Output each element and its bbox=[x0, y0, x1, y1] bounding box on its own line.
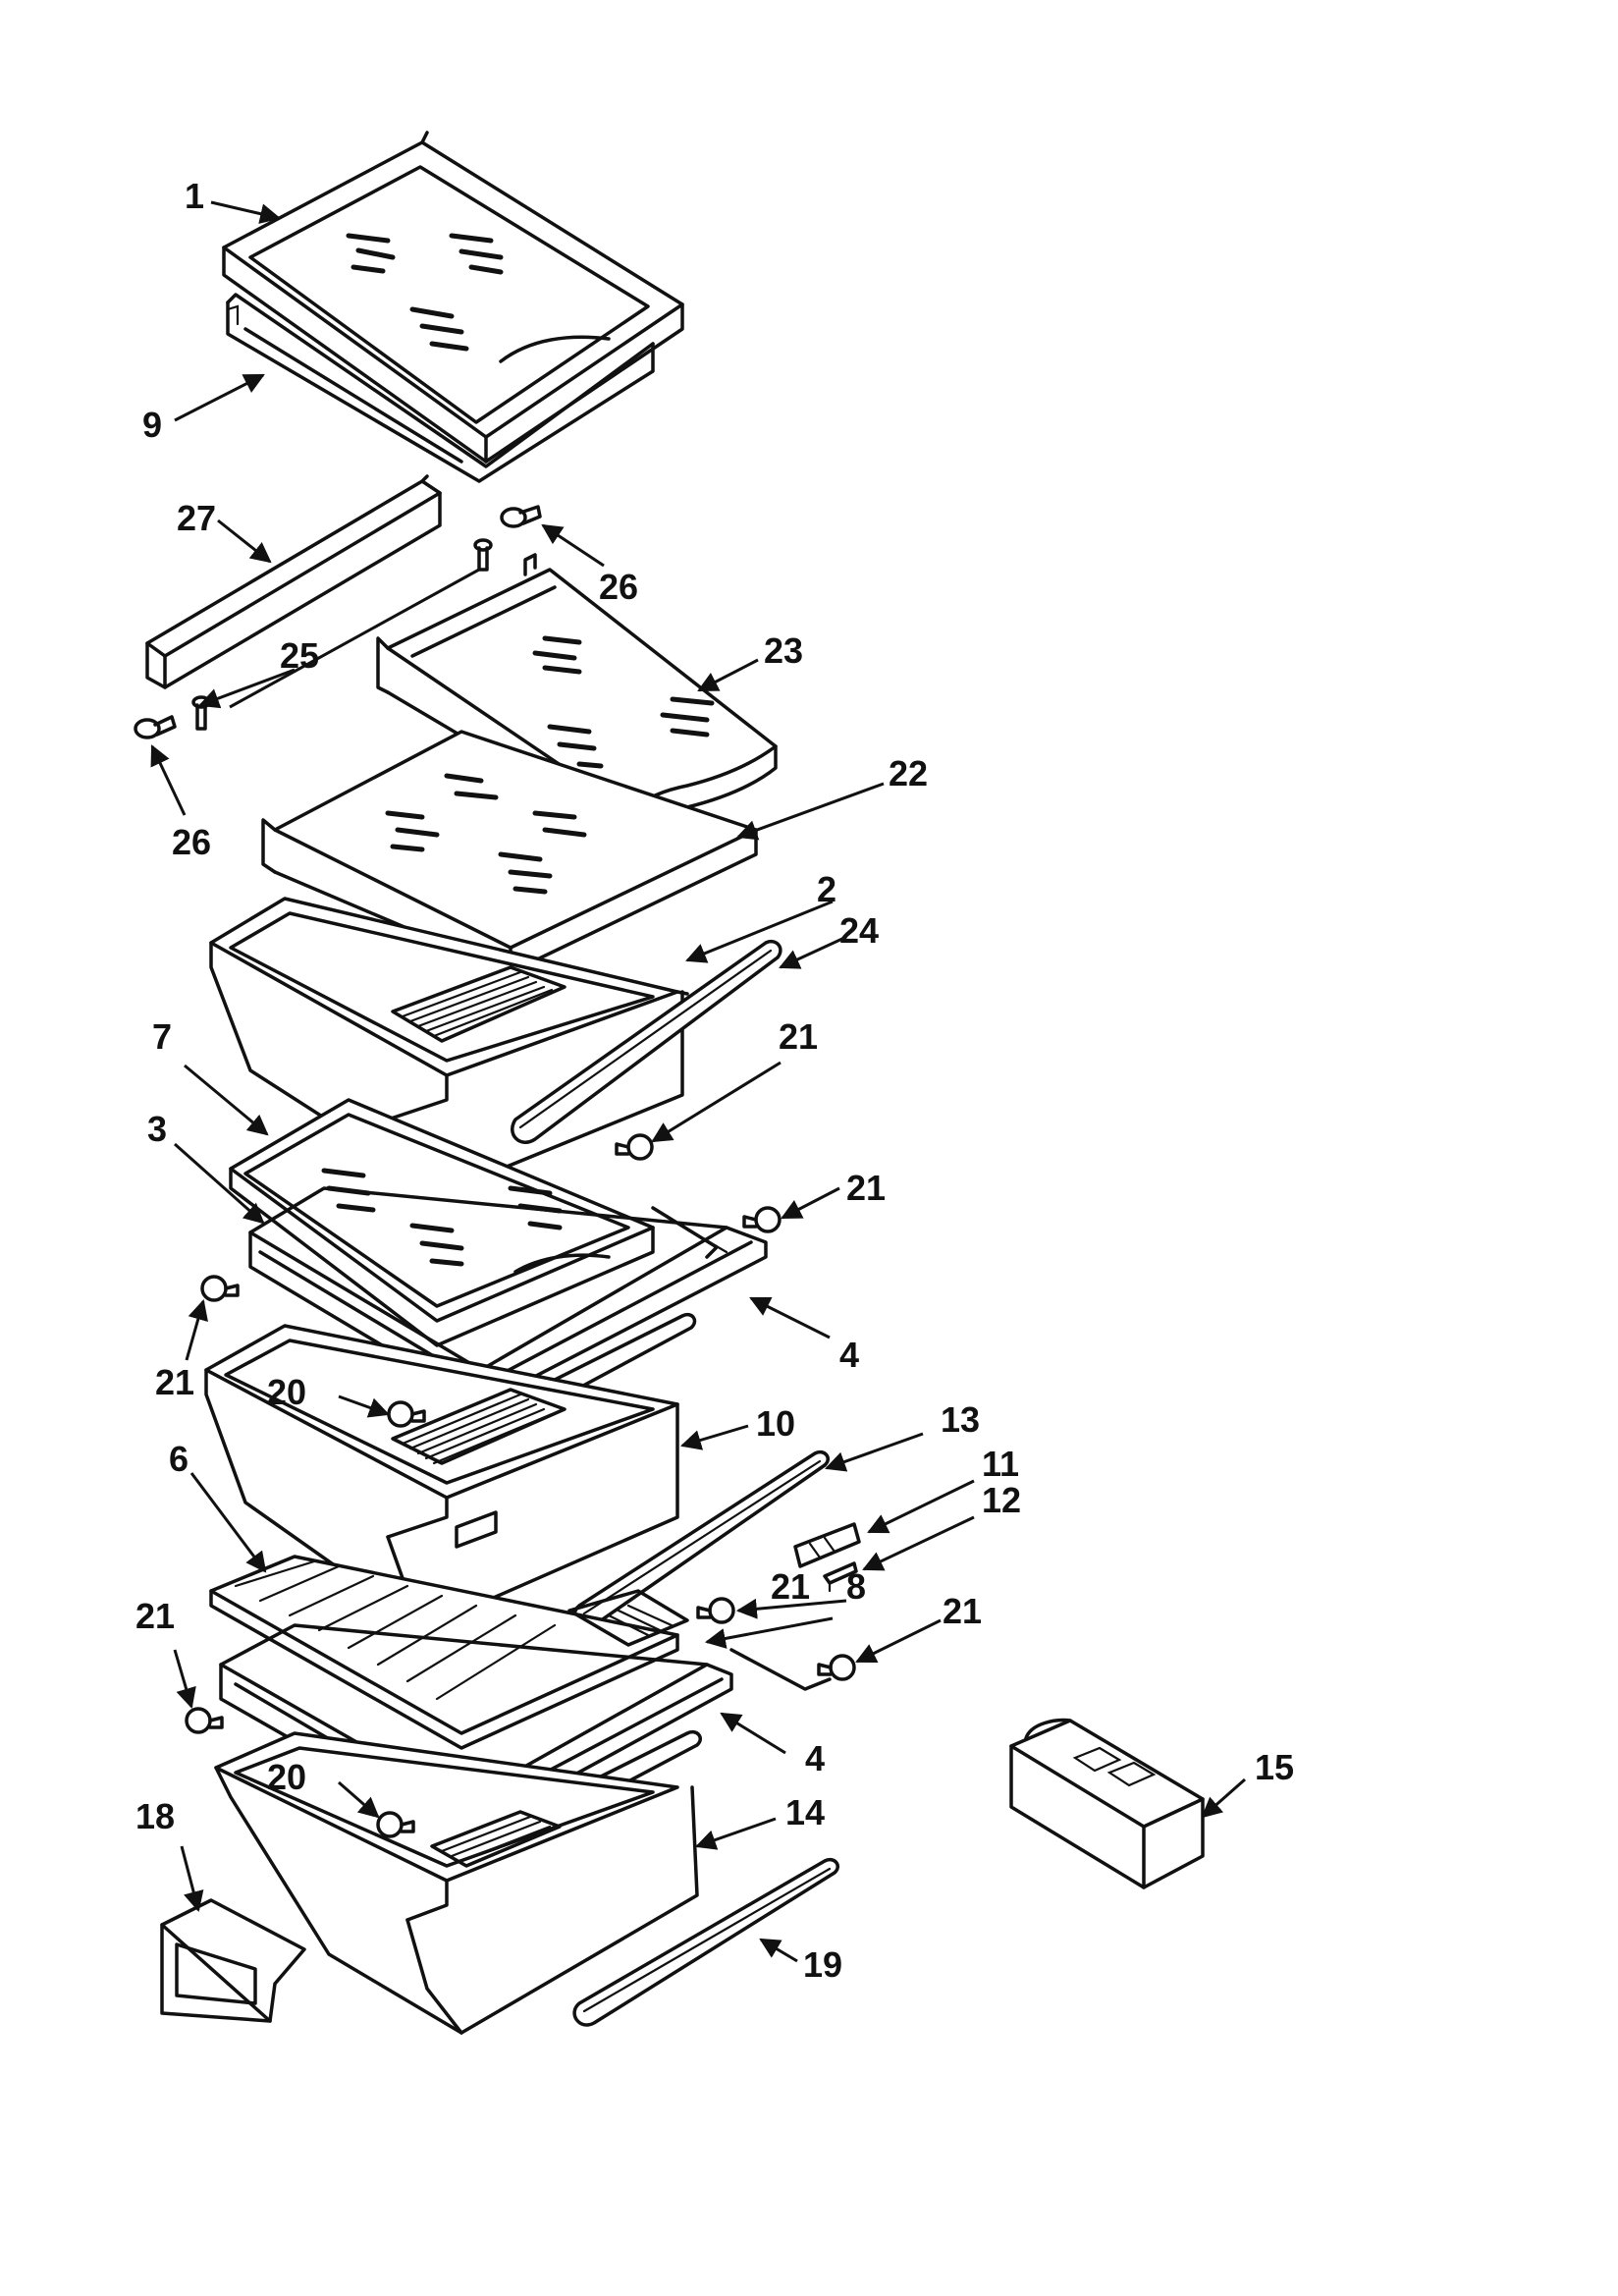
callout-21: 21 bbox=[771, 1566, 810, 1607]
callout-18: 18 bbox=[135, 1796, 175, 1836]
callout-4: 4 bbox=[805, 1738, 825, 1778]
push-pin-21-f bbox=[185, 1707, 224, 1734]
callout-23: 23 bbox=[764, 630, 803, 671]
handle-trim-24 bbox=[511, 940, 782, 1144]
callout-24: 24 bbox=[839, 910, 879, 951]
shelf-frame bbox=[226, 293, 655, 483]
push-pin-21-c bbox=[200, 1275, 240, 1302]
handle-trim-19 bbox=[572, 1858, 839, 2027]
upper-glass-shelf bbox=[376, 553, 778, 837]
callout-11: 11 bbox=[982, 1444, 1019, 1484]
callout-26: 26 bbox=[599, 567, 638, 607]
callout-21: 21 bbox=[846, 1168, 886, 1208]
shelf-rail bbox=[145, 474, 442, 689]
callout-13: 13 bbox=[941, 1399, 980, 1440]
push-pin-20-b bbox=[376, 1811, 415, 1838]
label-holder bbox=[160, 1898, 306, 2023]
callout-15: 15 bbox=[1255, 1747, 1294, 1787]
screw-26-lower bbox=[134, 715, 177, 739]
callout-1: 1 bbox=[185, 176, 204, 216]
humidity-control-slide bbox=[793, 1522, 861, 1568]
push-pin-21-e bbox=[817, 1654, 856, 1681]
screw-25-upper bbox=[473, 538, 493, 572]
lower-crisper-drawer bbox=[204, 1324, 679, 1622]
callout-21: 21 bbox=[155, 1362, 194, 1402]
top-glass-shelf bbox=[222, 131, 684, 464]
callout-3: 3 bbox=[147, 1109, 167, 1149]
callout-9: 9 bbox=[142, 405, 162, 445]
callout-8: 8 bbox=[846, 1566, 866, 1607]
push-pin-21-b bbox=[742, 1206, 782, 1233]
callout-19: 19 bbox=[803, 1944, 842, 1985]
screw-26-top bbox=[500, 505, 542, 528]
callout-26: 26 bbox=[172, 822, 211, 862]
callout-4: 4 bbox=[839, 1335, 859, 1375]
callout-12: 12 bbox=[982, 1480, 1021, 1520]
callout-25: 25 bbox=[280, 635, 319, 676]
callout-2: 2 bbox=[817, 869, 836, 909]
callout-22: 22 bbox=[889, 753, 928, 793]
push-pin-21-d bbox=[696, 1597, 735, 1624]
callout-10: 10 bbox=[756, 1403, 795, 1444]
callout-14: 14 bbox=[785, 1792, 825, 1832]
crisper-slide-mechanism bbox=[567, 1589, 689, 1647]
bottom-deli-drawer bbox=[214, 1731, 699, 2035]
callout-21: 21 bbox=[779, 1016, 818, 1057]
lower-glass-shelf bbox=[209, 1555, 679, 1750]
callout-20: 20 bbox=[267, 1372, 306, 1412]
callout-27: 27 bbox=[177, 498, 216, 538]
callout-labels: 1 9 27 26 25 23 26 22 2 24 7 21 3 21 21 … bbox=[135, 176, 1294, 1985]
callout-7: 7 bbox=[152, 1016, 172, 1057]
callout-20: 20 bbox=[267, 1757, 306, 1797]
humidity-control-lever bbox=[823, 1561, 858, 1593]
push-pin-21-a bbox=[615, 1133, 654, 1161]
callout-21: 21 bbox=[135, 1596, 175, 1636]
upper-crisper-drawer bbox=[209, 897, 689, 1195]
leader-lines bbox=[150, 200, 1246, 1963]
callout-21: 21 bbox=[943, 1591, 982, 1631]
callout-6: 6 bbox=[169, 1439, 189, 1479]
door-bin bbox=[1009, 1718, 1205, 1889]
